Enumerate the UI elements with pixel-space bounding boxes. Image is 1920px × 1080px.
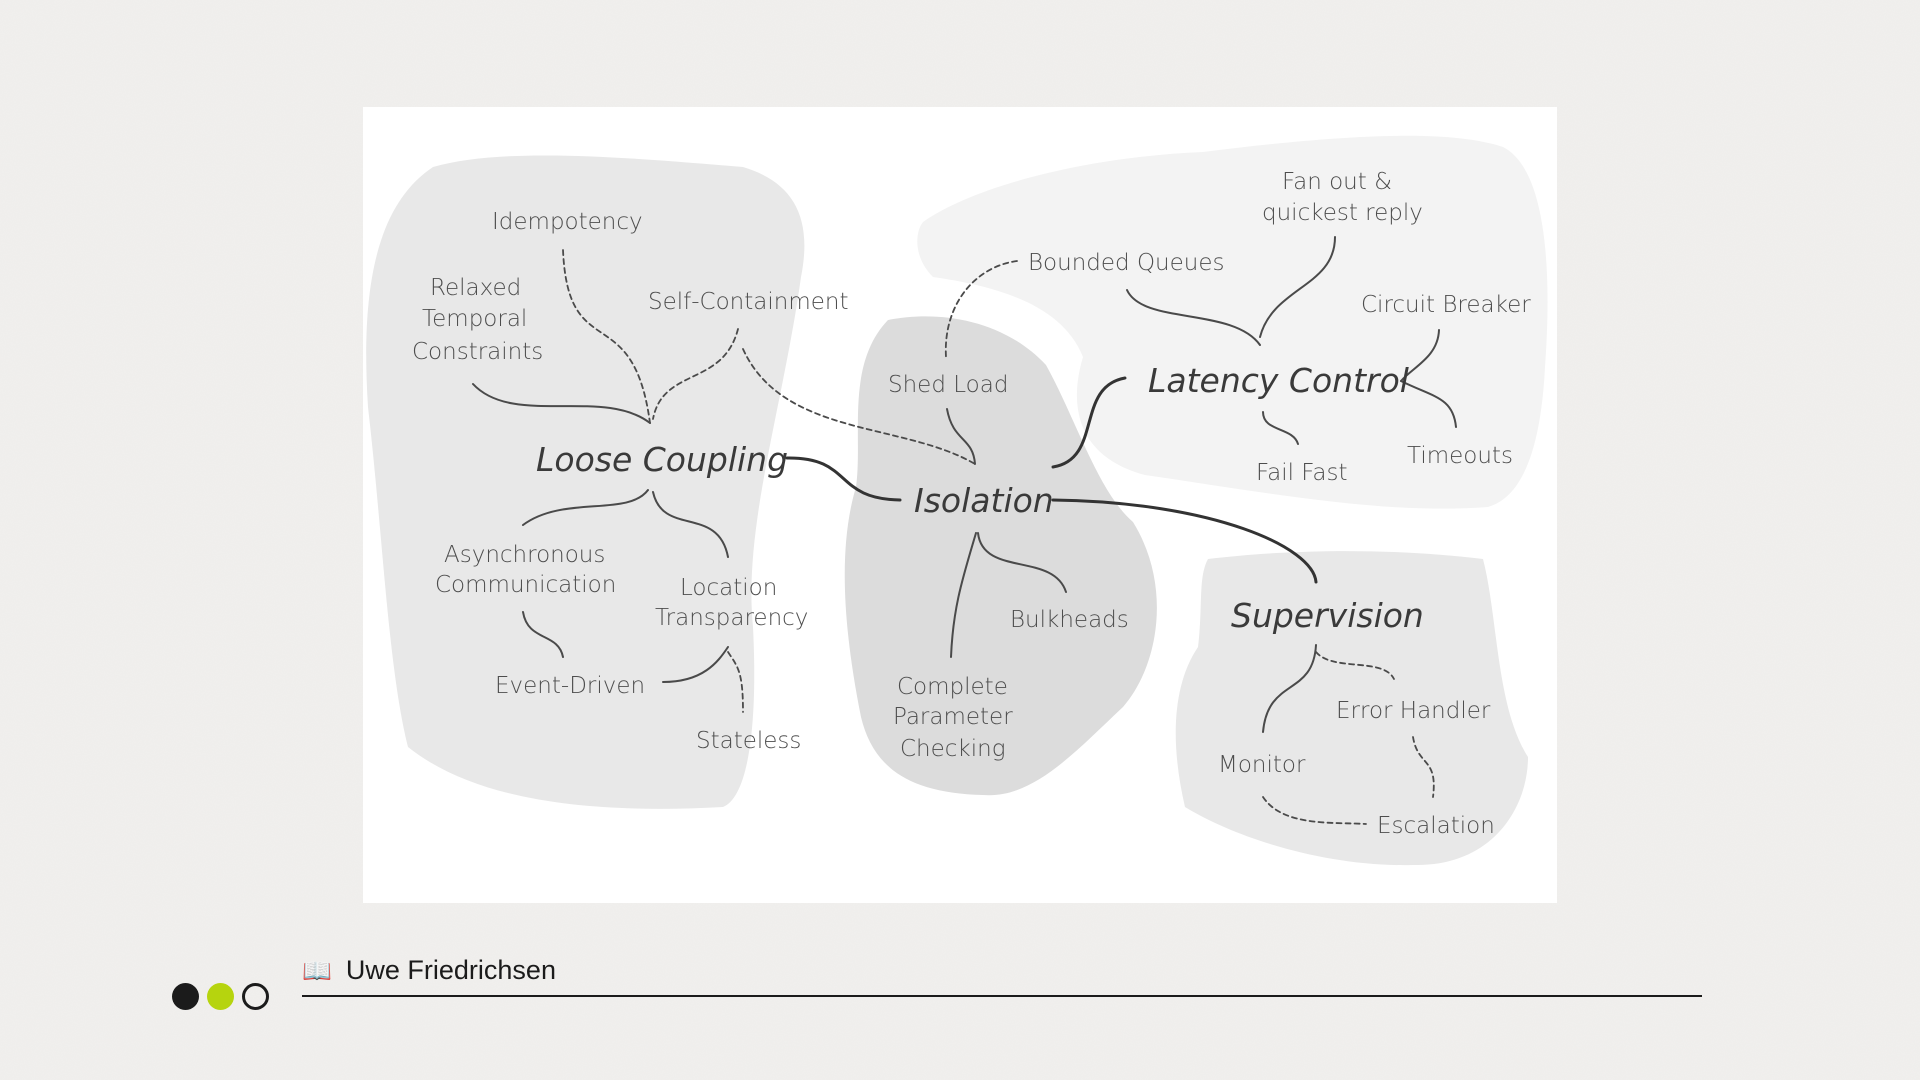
book-icon: 📖: [302, 956, 332, 985]
dot-outline: [242, 983, 269, 1010]
author-name: Uwe Friedrichsen: [345, 955, 556, 985]
link-circuit-breaker: [1400, 329, 1440, 382]
link-fan-out: [1259, 236, 1336, 338]
link-self-containment-isolation: [742, 348, 976, 465]
label-escalation: Escalation: [1377, 813, 1495, 839]
hub-loose-coupling: Loose Coupling: [536, 440, 788, 479]
loose-coupling-region: [366, 155, 805, 809]
link-monitor-escalation: [1262, 796, 1367, 825]
link-loose-coupling-isolation: [785, 456, 902, 502]
link-bulkheads: [977, 532, 1067, 593]
isolation-region: [844, 316, 1157, 796]
hub-latency-control: Latency Control: [1148, 361, 1409, 400]
link-location-transparency: [652, 491, 729, 558]
link-shed-load: [946, 408, 976, 465]
label-self-containment: Self-Containment: [648, 289, 848, 315]
label-stateless: Stateless: [696, 728, 801, 754]
resilience-pattern-diagram: Loose Coupling Isolation Latency Control…: [363, 107, 1557, 903]
label-bounded-queues: Bounded Queues: [1028, 250, 1225, 276]
link-self-containment: [652, 328, 739, 420]
label-asynchronous: Asynchronous: [444, 542, 605, 568]
label-constraints: Constraints: [412, 339, 543, 365]
link-bounded-queues: [944, 260, 1018, 358]
label-shed-load: Shed Load: [888, 372, 1008, 398]
link-relaxed-temporal-constraints: [472, 383, 651, 424]
link-idempotency: [562, 249, 651, 424]
label-location: Location: [680, 575, 777, 601]
label-checking: Checking: [900, 736, 1006, 762]
dot-filled-green: [207, 983, 234, 1010]
link-stateless: [727, 651, 744, 713]
link-isolation-supervision: [1051, 498, 1318, 584]
link-complete-parameter-checking: [950, 532, 977, 658]
link-monitor: [1262, 644, 1317, 733]
label-timeouts: Timeouts: [1407, 443, 1513, 469]
label-fan-out: Fan out &: [1282, 169, 1392, 195]
link-fail-fast: [1262, 411, 1299, 445]
label-parameter: Parameter: [893, 704, 1013, 730]
progress-dots: [172, 983, 269, 1010]
label-fail-fast: Fail Fast: [1256, 460, 1348, 486]
link-event-driven: [522, 611, 564, 658]
dot-filled-black: [172, 983, 199, 1010]
supervision-region: [1175, 551, 1528, 866]
hub-isolation: Isolation: [914, 481, 1054, 520]
label-complete: Complete: [897, 674, 1008, 700]
label-event-driven: Event-Driven: [495, 673, 645, 699]
link-error-handler: [1315, 651, 1395, 680]
footer-divider: [302, 995, 1702, 997]
link-event-driven-location: [662, 646, 729, 683]
label-monitor: Monitor: [1218, 752, 1306, 778]
label-bulkheads: Bulkheads: [1010, 607, 1129, 633]
link-bounded-queues-latency: [1126, 289, 1261, 346]
label-circuit-breaker: Circuit Breaker: [1361, 292, 1531, 318]
label-communication: Communication: [435, 572, 616, 598]
label-error-handler: Error Handler: [1336, 698, 1491, 724]
latency-control-region: [917, 135, 1548, 509]
source-attribution: 📖 Uwe Friedrichsen: [302, 955, 556, 986]
link-asynchronous-communication: [522, 489, 649, 526]
label-quickest-reply: quickest reply: [1262, 200, 1423, 226]
label-transparency: Transparency: [655, 605, 808, 631]
link-timeouts: [1400, 380, 1457, 428]
link-escalation: [1412, 736, 1435, 798]
label-idempotency: Idempotency: [492, 209, 643, 235]
link-isolation-latency-control: [1051, 376, 1127, 469]
label-relaxed: Relaxed: [430, 275, 521, 301]
label-temporal: Temporal: [422, 306, 527, 332]
hub-supervision: Supervision: [1231, 596, 1424, 635]
